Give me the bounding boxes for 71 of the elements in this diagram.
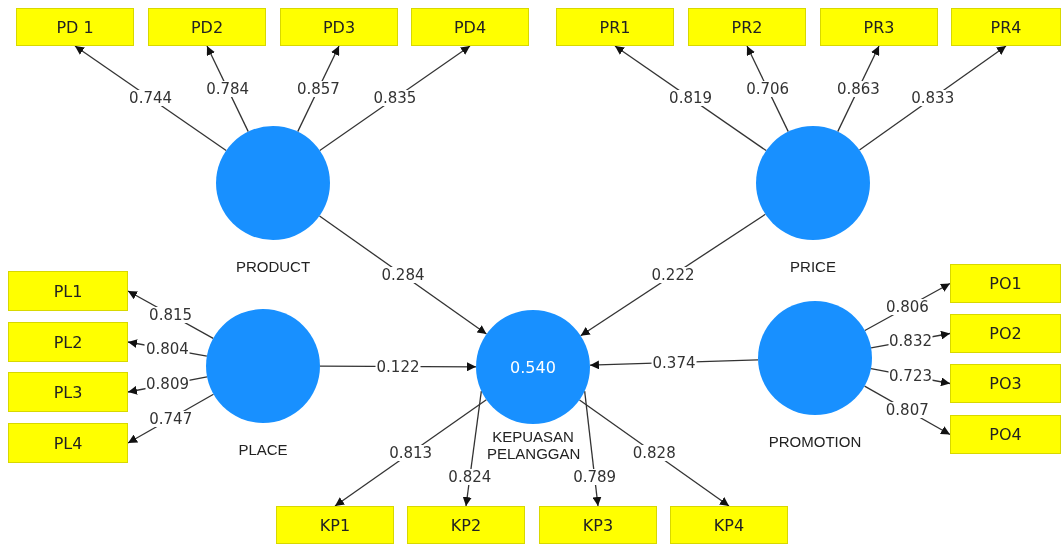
construct-label: KEPUASAN PELANGGAN — [487, 428, 579, 462]
indicator-box — [8, 372, 128, 412]
indicator-label: PL1 — [53, 281, 83, 301]
edge-label: 0.284 — [380, 267, 426, 283]
indicator-label: PD3 — [322, 17, 356, 37]
edge-label: 0.815 — [148, 306, 194, 323]
edge-label: 0.857 — [295, 80, 341, 97]
construct-label: PRODUCT — [234, 258, 312, 275]
edge-label: 0.833 — [910, 90, 956, 106]
indicator-label: KP4 — [713, 515, 745, 535]
indicator-label: PR2 — [731, 17, 763, 37]
edge-label: 0.122 — [375, 358, 421, 375]
indicator-box — [820, 8, 938, 46]
indicator-label: PL2 — [53, 332, 83, 352]
indicator-label: PO3 — [989, 374, 1022, 393]
indicator-box — [407, 506, 525, 544]
indicator-label: PO1 — [989, 274, 1022, 293]
edge-label: 0.832 — [888, 332, 933, 349]
arrow — [584, 390, 602, 507]
indicator-label: PD2 — [190, 17, 224, 37]
indicator-box — [280, 8, 398, 46]
indicator-box — [950, 314, 1061, 353]
edge-label: 0.784 — [205, 80, 251, 97]
construct-label: PRICE — [789, 258, 837, 275]
indicator-label: KP1 — [319, 515, 351, 535]
indicator-label: PR1 — [599, 17, 631, 37]
edge-label: 0.819 — [668, 90, 714, 107]
edge-label: 0.835 — [372, 90, 418, 107]
edge-label: 0.824 — [447, 469, 493, 486]
indicator-box — [276, 506, 394, 544]
indicator-label: PD 1 — [56, 17, 94, 37]
indicator-box — [8, 423, 128, 463]
indicator-box — [8, 271, 128, 311]
indicator-box — [539, 506, 657, 544]
indicator-label: PO2 — [989, 324, 1022, 343]
edge-label: 0.807 — [884, 402, 930, 419]
indicator-box — [148, 8, 266, 46]
edge-label: 0.863 — [835, 80, 881, 97]
indicator-box — [411, 8, 529, 46]
edge-label: 0.747 — [148, 410, 194, 427]
indicator-label: PL3 — [53, 382, 83, 402]
construct-label: PROMOTION — [767, 433, 863, 450]
edge-label: 0.813 — [388, 444, 434, 461]
indicator-label: KP2 — [450, 515, 482, 535]
edge-label: 0.806 — [884, 298, 930, 315]
indicator-box — [950, 264, 1061, 303]
indicator-box — [670, 506, 788, 544]
construct-label: PLACE — [237, 441, 289, 458]
indicator-label: PO4 — [989, 425, 1022, 444]
indicator-box — [950, 364, 1061, 403]
edge-label: 0.804 — [144, 341, 190, 357]
indicator-label: PL4 — [53, 433, 83, 453]
indicator-box — [556, 8, 674, 46]
r-squared-value: 0.540 — [510, 357, 556, 377]
edge-label: 0.222 — [650, 267, 696, 283]
indicator-box — [688, 8, 806, 46]
edge-label: 0.744 — [128, 90, 174, 107]
indicator-box — [951, 8, 1061, 46]
edge-label: 0.374 — [651, 354, 697, 371]
indicator-box — [16, 8, 134, 46]
arrow — [462, 390, 482, 507]
indicator-label: KP3 — [582, 515, 614, 535]
edge-label: 0.828 — [631, 445, 677, 461]
edge-label: 0.789 — [572, 469, 618, 486]
indicator-label: PD4 — [453, 17, 487, 37]
indicator-box — [8, 322, 128, 362]
indicator-label: PR3 — [863, 17, 895, 37]
indicator-box — [950, 415, 1061, 454]
edge-label: 0.809 — [145, 376, 190, 393]
edge-label: 0.706 — [745, 80, 791, 97]
indicator-label: PR4 — [990, 17, 1022, 37]
